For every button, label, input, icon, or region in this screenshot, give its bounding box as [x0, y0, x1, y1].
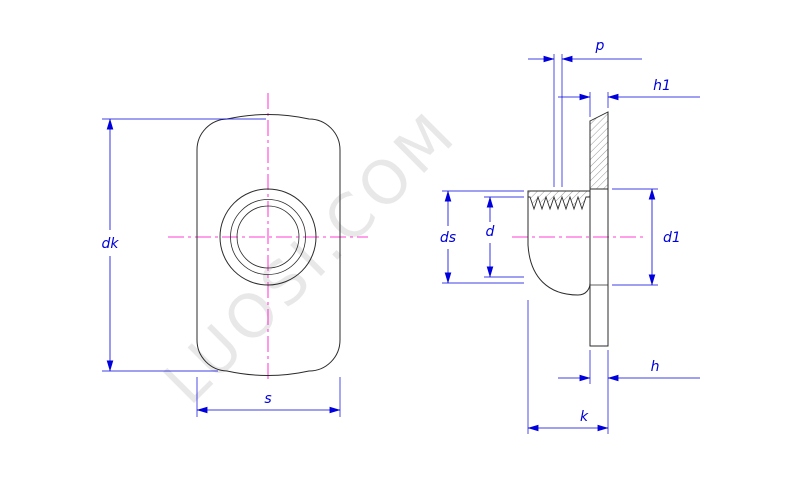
- nut-body-outline: [196, 114, 341, 376]
- dimension-ds: ds: [440, 190, 524, 284]
- dimension-k: k: [527, 300, 609, 434]
- thread-major-circle: [230, 199, 306, 275]
- dimension-s: s: [196, 377, 341, 417]
- dim-label-k: k: [580, 409, 589, 425]
- dim-label-dk: dk: [102, 236, 120, 252]
- dim-label-d: d: [486, 224, 495, 240]
- dim-label-p: p: [595, 38, 605, 54]
- counterbore-circle: [219, 188, 317, 286]
- thread-minor-circle: [236, 205, 300, 269]
- dimension-p: p: [528, 38, 642, 187]
- boss-weld-projection-dome: [527, 244, 591, 296]
- dim-label-h1: h1: [653, 78, 671, 94]
- dimension-h1: h1: [558, 78, 700, 117]
- dimension-dk: dk: [102, 118, 266, 372]
- dim-label-h: h: [651, 359, 660, 375]
- dim-label-s: s: [264, 391, 271, 407]
- flange-section-hatch: [589, 111, 609, 190]
- dim-label-ds: ds: [440, 230, 456, 246]
- dimension-d: d: [484, 196, 524, 278]
- front-view-centerlines: [168, 93, 368, 383]
- dimension-h: h: [558, 350, 700, 384]
- boss-thread-section-hatch: [527, 190, 591, 211]
- front-view: [168, 93, 368, 383]
- dim-label-d1: d1: [663, 230, 681, 246]
- dimension-d1: d1: [612, 188, 681, 286]
- side-view: [512, 111, 646, 347]
